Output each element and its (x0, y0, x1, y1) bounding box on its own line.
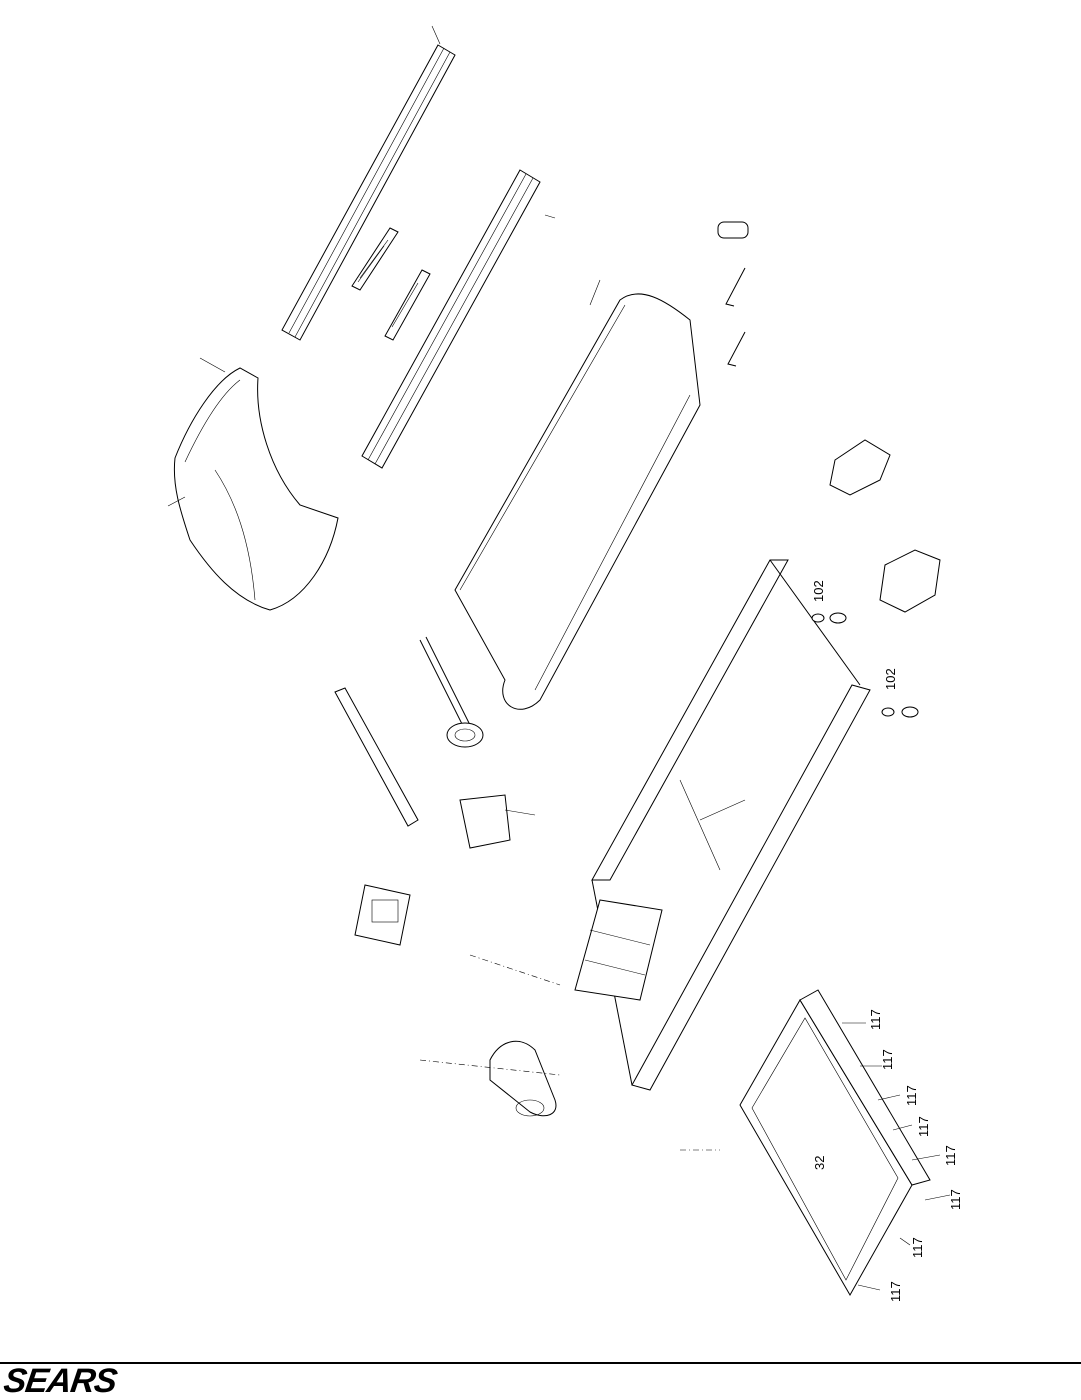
incline-motor (460, 795, 535, 848)
callout-117-2: 117 (880, 1049, 895, 1070)
callout-32: 32 (812, 1156, 827, 1170)
callout-102-upper: 102 (811, 580, 826, 602)
drive-motor (490, 1041, 556, 1116)
base-plate (740, 990, 930, 1295)
exploded-parts-diagram: 102 102 32 117 117 117 117 117 117 117 1… (0, 0, 1081, 1360)
motor-hood (168, 358, 338, 610)
label-strip (385, 270, 430, 340)
vent-grille (352, 228, 398, 290)
callout-117-7: 117 (910, 1237, 925, 1258)
bracket-hardware-lower (882, 707, 918, 717)
sears-logo: SEARS (2, 1364, 119, 1398)
callout-117-6: 117 (948, 1189, 963, 1210)
motor-tray (575, 900, 662, 1000)
callout-102-lower: 102 (883, 668, 898, 690)
frame-crossbar (335, 688, 418, 826)
rear-endcap-lower (880, 550, 940, 612)
allen-wrench-1 (726, 268, 745, 306)
callout-117-5: 117 (943, 1145, 958, 1166)
controller-board (355, 885, 410, 945)
callout-117-1: 117 (868, 1009, 883, 1030)
spare-cylinder (718, 222, 748, 238)
allen-wrench-2 (728, 332, 745, 366)
walking-belt (455, 280, 700, 709)
bracket-hardware-upper (812, 613, 846, 623)
lower-side-rail (362, 170, 555, 468)
callout-117-3: 117 (904, 1085, 919, 1106)
rear-endcap-upper (830, 440, 890, 495)
callout-117-4: 117 (916, 1116, 931, 1137)
front-roller (420, 637, 483, 747)
callout-117-8: 117 (888, 1281, 903, 1302)
upper-side-rail (282, 26, 455, 340)
footer-rule (0, 1362, 1081, 1364)
